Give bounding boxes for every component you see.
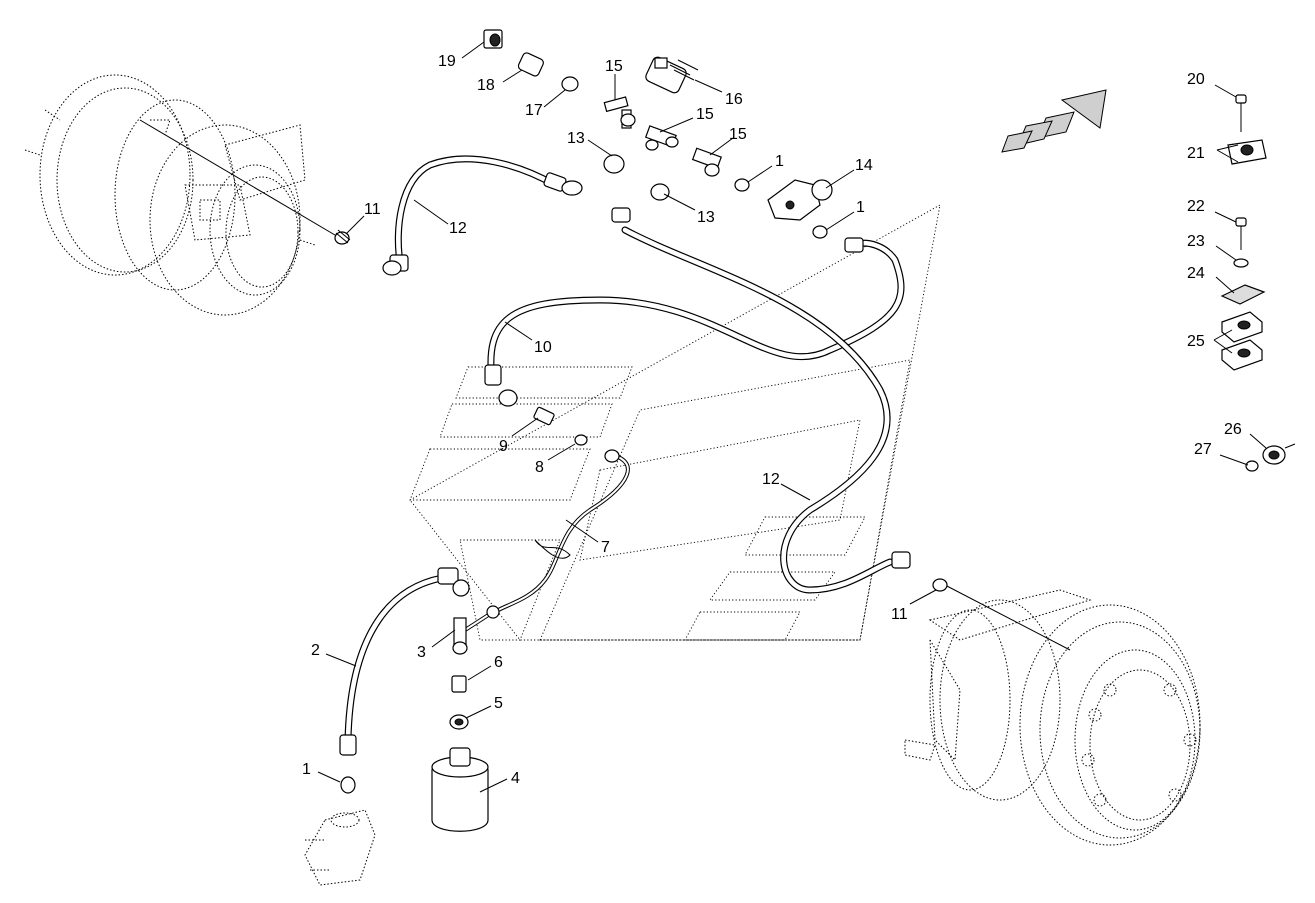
callout-11-b: 11 [891,606,908,623]
callout-8: 8 [535,459,544,476]
callout-4: 4 [511,770,520,787]
left-wheel-motor-drawing [24,74,316,316]
callout-9: 9 [499,438,508,455]
callout-19: 19 [438,53,456,70]
leader-lines [317,41,1296,793]
callout-15-c: 15 [729,126,747,143]
brand-logo-watermark [409,204,941,641]
callout-16: 16 [725,91,743,108]
callout-23: 23 [1187,233,1205,250]
callout-27: 27 [1194,441,1212,458]
hose-lines [344,155,905,744]
callout-1-b: 1 [856,199,865,216]
callout-10: 10 [534,339,552,356]
right-wheel-motor-drawing [904,589,1201,846]
fittings [334,29,948,832]
callout-3: 3 [417,644,426,661]
callout-labels: 19 18 17 15 16 15 15 13 13 1 14 1 11 12 … [302,53,1242,787]
callout-18: 18 [477,77,495,94]
callout-1-a: 1 [775,153,784,170]
callout-13-b: 13 [697,209,715,226]
callout-17: 17 [525,102,543,119]
callout-15-b: 15 [696,106,714,123]
callout-25: 25 [1187,333,1205,350]
callout-24: 24 [1187,265,1205,282]
leader-line [139,119,341,239]
callout-12-a: 12 [449,220,467,237]
callout-14: 14 [855,157,873,174]
valve-block-drawing [304,809,376,886]
callout-7: 7 [601,539,610,556]
callout-22: 22 [1187,198,1205,215]
callout-1-c: 1 [302,761,311,778]
callout-13-a: 13 [567,130,585,147]
callout-6: 6 [494,654,503,671]
callout-26: 26 [1224,421,1242,438]
callout-20: 20 [1187,71,1205,88]
callout-11-a: 11 [364,201,381,218]
leader-line [944,584,1071,651]
loose-parts [1220,94,1286,472]
callout-15-a: 15 [605,58,623,75]
callout-5: 5 [494,695,503,712]
callout-21: 21 [1187,145,1205,162]
callout-2: 2 [311,642,320,659]
callout-12-b: 12 [762,471,780,488]
forward-direction-arrow-icon [1001,89,1107,153]
